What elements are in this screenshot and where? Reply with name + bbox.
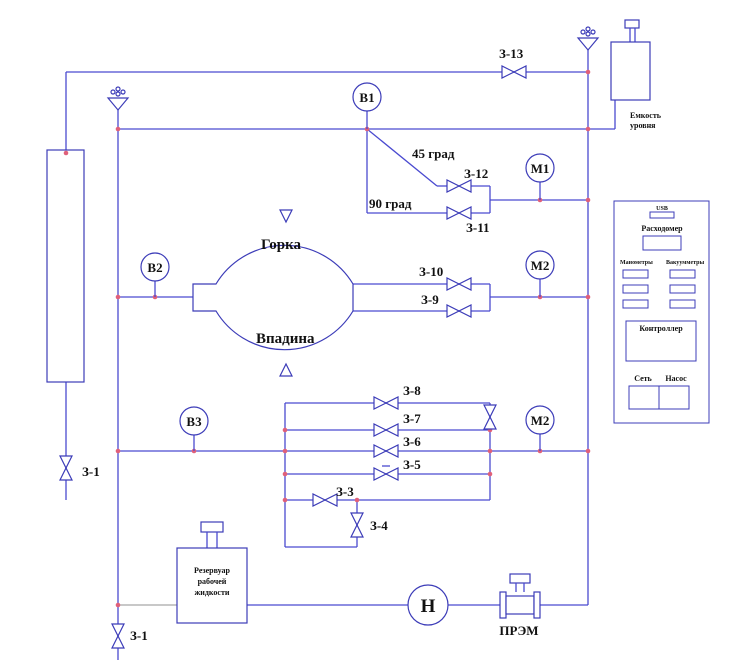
svg-text:B2: B2 [147,260,162,275]
valve-z7: З-7 [373,411,421,437]
level-tank: Емкость уровня [610,19,662,130]
svg-text:З-5: З-5 [403,457,421,472]
gauge-m1: M1 [525,153,555,200]
svg-text:B1: B1 [359,90,374,105]
angle-45-label: 45 град [412,146,455,161]
manometer-display-2 [622,284,649,294]
manometer-display-3 [622,299,649,309]
hill-marker-icon [279,209,293,224]
svg-text:З-12: З-12 [464,166,488,181]
network-switch [628,385,660,410]
svg-text:З-13: З-13 [499,46,524,61]
pump-switch [658,385,690,410]
valve-z1-left: З-1 [59,455,100,481]
svg-text:З-11: З-11 [466,220,489,235]
svg-text:M1: M1 [531,161,550,176]
valve-bypass-vertical [483,404,497,430]
svg-text:B3: B3 [186,414,202,429]
control-panel: USB Расходомер Манометры Вакуумметры Кон… [613,200,710,424]
manometer-display-1 [622,269,649,279]
valve-z11: З-11 [446,206,489,235]
working-fluid-reservoir: Резервуар рабочей жидкости [176,521,248,624]
vacuummeter-display-1 [669,269,696,279]
dip-marker-icon [279,362,293,377]
level-tube [46,149,85,383]
usb-port [649,211,675,219]
vent-funnel-left-icon [106,86,130,111]
svg-text:З-10: З-10 [419,264,443,279]
svg-text:З-9: З-9 [421,292,439,307]
valve-z1-bottom: З-1 [111,623,148,649]
valve-z3: З-3 [312,484,354,507]
controller-label: Контроллер [639,324,683,333]
svg-text:уровня: уровня [630,121,656,130]
valve-z6: З-6 [373,434,421,458]
valve-z10: З-10 [419,264,472,291]
dip-label: Впадина [256,331,315,347]
usb-label: USB [656,206,668,212]
gauge-b3: B3 [179,406,209,451]
svg-text:З-1: З-1 [130,628,148,643]
valve-z9: З-9 [421,292,472,318]
flowmeter-display-label: Расходомер [641,224,683,233]
junction-nodes [63,69,591,608]
valve-z13: З-13 [499,46,527,79]
hill-label: Горка [261,237,301,253]
manometers-label: Манометры [620,260,653,266]
svg-text:З-3: З-3 [336,484,354,499]
vacuummeter-display-3 [669,299,696,309]
vacuummeters-label: Вакуумметры [666,260,704,266]
electromagnetic-flowmeter: ПРЭМ [499,573,541,638]
angle-90-label: 90 град [369,196,412,211]
valve-z5: З-5 [373,457,421,481]
network-label: Сеть [634,374,652,383]
gauge-m2-bottom: M2 [525,405,555,451]
svg-text:З-8: З-8 [403,383,421,398]
valve-z12: З-12 [446,166,488,193]
svg-text:жидкости: жидкости [194,588,229,597]
controller-box [625,320,697,362]
pipe-network [65,50,616,660]
gauge-b2: B2 [140,252,170,297]
pump: Н [407,584,449,626]
svg-text:ПРЭМ: ПРЭМ [499,623,538,638]
svg-text:M2: M2 [531,258,550,273]
valve-z8: З-8 [373,383,421,410]
vent-funnel-right-icon [576,26,600,51]
svg-text:Н: Н [421,596,436,617]
svg-text:З-1: З-1 [82,464,100,479]
vacuummeter-display-2 [669,284,696,294]
gauge-m2-top: M2 [525,250,555,297]
svg-text:З-7: З-7 [403,411,421,426]
valve-z4: З-4 [350,512,388,538]
svg-text:рабочей: рабочей [198,577,227,586]
svg-text:M2: M2 [531,413,550,428]
flowmeter-display [642,235,682,251]
svg-text:Емкость: Емкость [630,111,662,120]
pump-switch-label: Насос [665,374,687,383]
svg-text:З-4: З-4 [370,518,388,533]
svg-text:Резервуар: Резервуар [194,566,230,575]
test-section: Горка Впадина [192,209,354,377]
svg-text:З-6: З-6 [403,434,421,449]
gauge-b1: B1 [352,82,382,129]
